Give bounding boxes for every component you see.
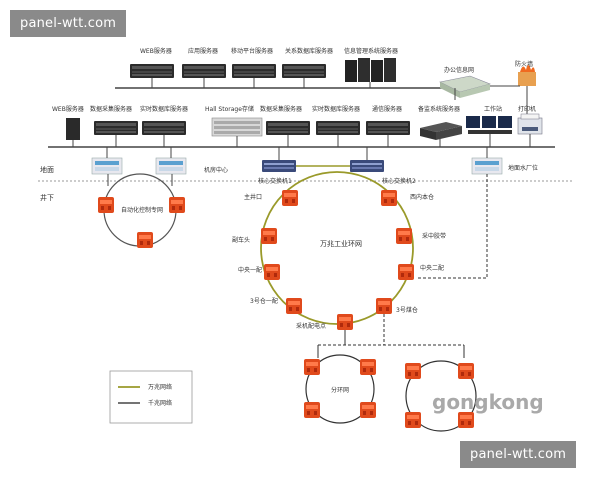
- server-label: 备监系统服务器: [418, 105, 460, 113]
- dispatch-link: [418, 174, 488, 279]
- machine-room: 机房中心: [91, 157, 228, 175]
- ring-node-label: 西内本仓: [410, 193, 434, 201]
- ring-node-icon: [264, 264, 280, 280]
- core-switch-icon: [262, 160, 296, 172]
- ring-node-icon: [286, 298, 302, 314]
- ground-label: 地面: [40, 165, 54, 174]
- legend-black-label: 千兆网络: [148, 399, 172, 407]
- dispatch-station: 地面水厂位: [471, 157, 538, 175]
- office-net-label: 办公信息网: [444, 66, 474, 74]
- ring-node-icon: [458, 363, 474, 379]
- ring-node-icon: [376, 298, 392, 314]
- ring-node-icon: [398, 264, 414, 280]
- server-icon: [130, 64, 174, 78]
- watermark-top: panel-wtt.com: [10, 10, 127, 37]
- cluster-server-icon: [345, 58, 396, 82]
- dispatch-label: 地面水厂位: [508, 164, 538, 172]
- ring-node-icon: [405, 363, 421, 379]
- ring-node-label: 3号煤仓: [396, 306, 418, 314]
- ring-node-label: 中央一配: [238, 266, 262, 274]
- ring-node-icon: [381, 190, 397, 206]
- legend: 万兆网络 千兆网络: [109, 370, 193, 424]
- ring-node-label: 主井口: [244, 193, 262, 201]
- printer-icon: [517, 113, 543, 135]
- ring-node-icon: [304, 359, 320, 375]
- server-label: 通信服务器: [372, 105, 402, 113]
- storage-icon: [211, 117, 263, 137]
- switch-icon: [91, 157, 123, 175]
- brand-watermark: gongkong: [432, 390, 544, 414]
- workstation-icon: [466, 116, 512, 134]
- ring-node-label: 采中胶带: [422, 232, 446, 240]
- core-switch-icon: [350, 160, 384, 172]
- ring-node-icon: [98, 197, 114, 213]
- auto-ring-label: 自动化控制专网: [121, 206, 163, 214]
- sub-ring-2: [405, 360, 477, 432]
- ring-node-label: 副车头: [232, 236, 250, 244]
- core-switch-1-label: 核心交换机1: [258, 177, 292, 185]
- office-network-device: 办公信息网: [439, 66, 491, 98]
- ring-node-label: 中央二配: [420, 264, 444, 272]
- mid-server-row: WEB服务器 数据采集服务器 实时数据库服务器 Hall Storage存储 数…: [52, 105, 543, 140]
- ring-node-label: 采机配电点: [296, 322, 326, 330]
- server-icon: [316, 121, 360, 135]
- server-label: 信息管理系统服务器: [344, 47, 398, 55]
- watermark-bottom: panel-wtt.com: [460, 441, 577, 468]
- server-icon: [232, 64, 276, 78]
- sub-ring-label: 分环网: [331, 386, 349, 394]
- firewall-label: 防火墙: [515, 60, 533, 68]
- core-switch-2-label: 核心交换机2: [382, 177, 416, 185]
- server-label: 工作站: [484, 105, 502, 113]
- ring-node-icon: [360, 359, 376, 375]
- firewall-icon: 防火墙: [515, 60, 536, 86]
- server-icon: [182, 64, 226, 78]
- server-label: 应用服务器: [188, 47, 218, 55]
- auto-control-ring: 自动化控制专网: [98, 173, 185, 248]
- core-switch-1: 核心交换机1: [258, 160, 296, 185]
- server-label: 数据采集服务器: [90, 105, 132, 113]
- underground-label: 井下: [40, 193, 54, 202]
- legend-green-label: 万兆网络: [148, 383, 172, 391]
- ring-node-icon: [169, 197, 185, 213]
- sub-ring-1: 分环网: [304, 354, 376, 424]
- server-label: 关系数据库服务器: [285, 47, 333, 55]
- server-label: 移动平台服务器: [231, 47, 273, 55]
- server-icon: [142, 121, 186, 135]
- server-label: 数据采集服务器: [260, 105, 302, 113]
- server-icon: [266, 121, 310, 135]
- switch-icon: [155, 157, 187, 175]
- server-label: 实时数据库服务器: [312, 105, 360, 113]
- ring-node-icon: [337, 314, 353, 330]
- server-label: WEB服务器: [140, 47, 172, 55]
- core-switch-2: 核心交换机2: [350, 160, 416, 185]
- server-label: 打印机: [518, 105, 536, 113]
- ring-node-icon: [405, 412, 421, 428]
- server-label: WEB服务器: [52, 105, 84, 113]
- backup-server-icon: [420, 122, 462, 140]
- server-icon: [94, 121, 138, 135]
- server-label: 实时数据库服务器: [140, 105, 188, 113]
- switch-icon: [471, 157, 503, 175]
- ring-node-label: 3号仓一配: [250, 297, 278, 305]
- server-tower-icon: [66, 118, 80, 140]
- top-server-row: WEB服务器 应用服务器 移动平台服务器 关系数据库服务器 信息管理系统服务器: [130, 47, 398, 82]
- ring-node-icon: [137, 232, 153, 248]
- ring-node-icon: [261, 228, 277, 244]
- server-icon: [366, 121, 410, 135]
- machine-room-label: 机房中心: [204, 166, 228, 174]
- server-label: Hall Storage存储: [205, 105, 254, 113]
- server-icon: [282, 64, 326, 78]
- main-industrial-ring: 万兆工业环网 主井口 副车头 中央一配 3号仓一配 采机配电点 3号煤仓 中央二…: [232, 171, 446, 330]
- ring-node-icon: [360, 402, 376, 418]
- ring-node-icon: [396, 228, 412, 244]
- ring-node-icon: [282, 190, 298, 206]
- main-ring-label: 万兆工业环网: [320, 239, 362, 248]
- ring-node-icon: [304, 402, 320, 418]
- ring-node-icon: [458, 412, 474, 428]
